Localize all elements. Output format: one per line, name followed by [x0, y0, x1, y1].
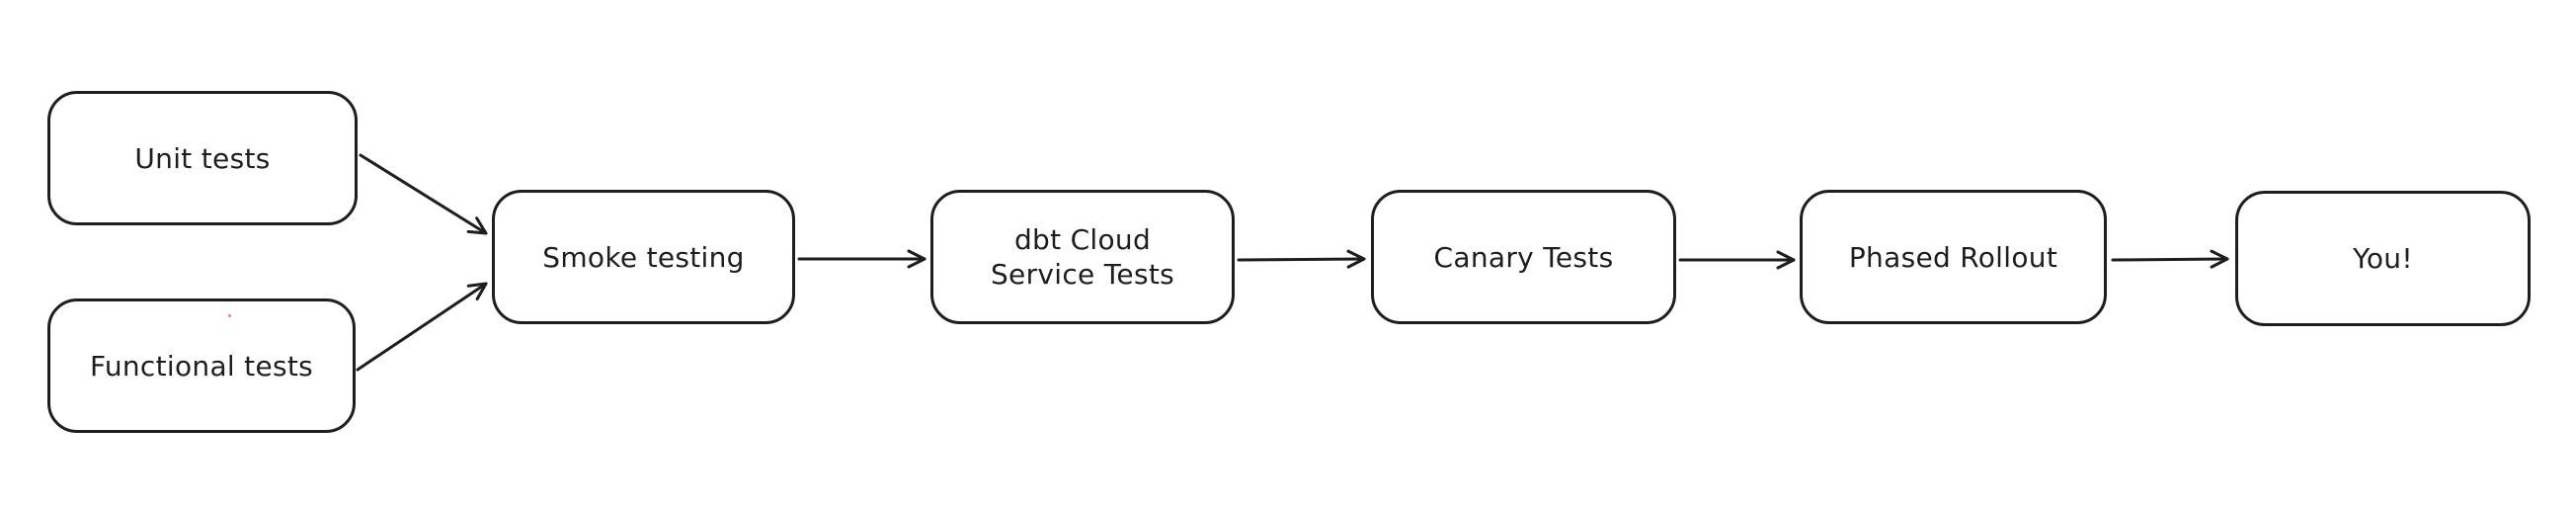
node-unit-tests-label: Unit tests — [134, 141, 271, 175]
node-smoke-testing-label: Smoke testing — [542, 240, 745, 274]
edge-phased-rollout-to-you-arrow[interactable] — [2111, 249, 2229, 269]
edge-dbt-cloud-service-tests-to-canary-tests-arrow[interactable] — [1237, 249, 1366, 269]
node-canary-tests[interactable]: Canary Tests — [1371, 190, 1676, 324]
node-phased-rollout-label: Phased Rollout — [1848, 240, 2058, 274]
node-dbt-cloud-service-tests-label: dbt Cloud Service Tests — [990, 223, 1174, 291]
node-canary-tests-label: Canary Tests — [1433, 240, 1614, 274]
node-functional-tests[interactable]: Functional tests — [47, 298, 356, 433]
edge-functional-tests-to-smoke-testing-arrow[interactable] — [356, 282, 488, 372]
edge-unit-tests-to-smoke-testing-arrow[interactable] — [359, 153, 488, 235]
node-functional-tests-label: Functional tests — [89, 349, 314, 382]
node-you-label: You! — [2353, 242, 2413, 275]
node-unit-tests[interactable]: Unit tests — [47, 91, 358, 225]
node-dbt-cloud-service-tests[interactable]: dbt Cloud Service Tests — [930, 190, 1235, 324]
stray-red-dot — [228, 314, 231, 317]
node-phased-rollout[interactable]: Phased Rollout — [1800, 190, 2107, 324]
node-smoke-testing[interactable]: Smoke testing — [492, 190, 795, 324]
node-you[interactable]: You! — [2235, 191, 2531, 326]
